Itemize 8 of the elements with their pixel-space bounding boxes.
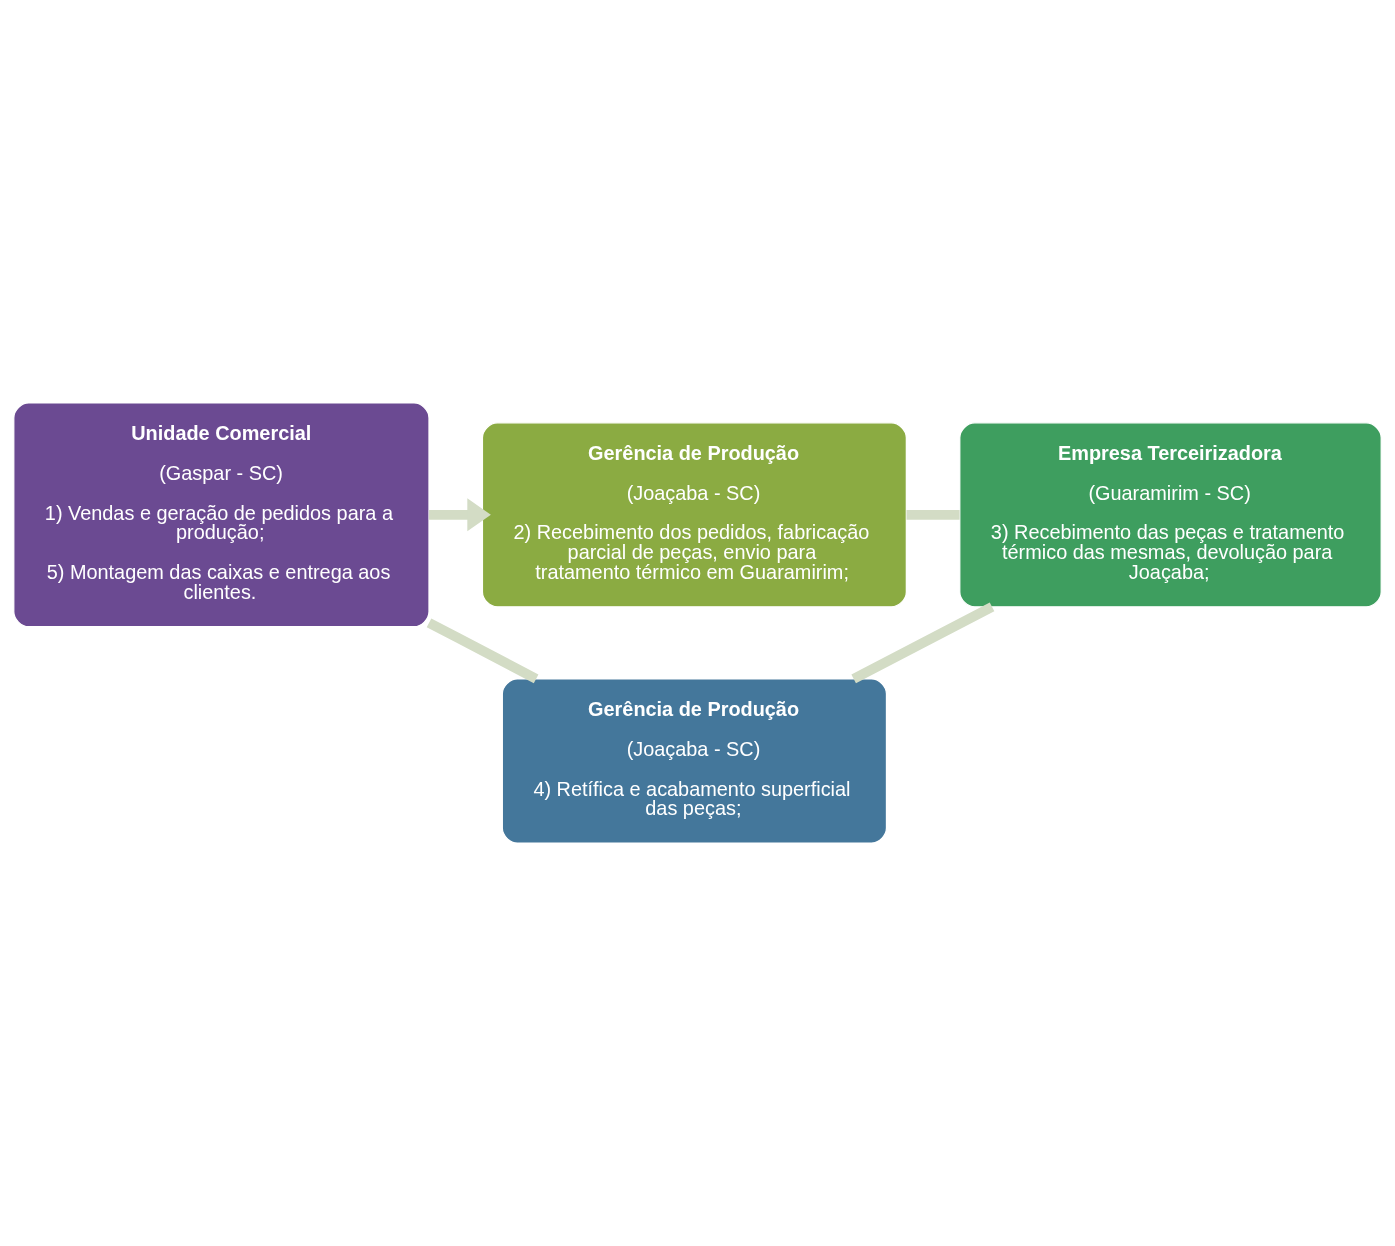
node-box: Gerência de Produção (Joaçaba - SC) 4) Retífica e acabamento superficial das peças; bbox=[501, 678, 888, 844]
node-box: Gerência de Produção (Joaçaba - SC) 2) Recebimento dos pedidos, fabricação parcial de peças, envio para tratamento térmico em Guaramirim; bbox=[481, 422, 907, 608]
arrow bbox=[429, 498, 491, 532]
node-box: Empresa Terceirizadora (Guaramirim - SC) 3) Recebimento das peças e tratamento térmico das mesmas, devolução para Joaçaba; bbox=[959, 422, 1382, 608]
connector bbox=[851, 602, 995, 684]
node-box: Unidade Comercial (Gaspar - SC) 1) Vendas e geração de pedidos para a produção; 5) Montagem das caixas e entrega aos clientes. bbox=[13, 402, 430, 628]
connector bbox=[906, 509, 960, 520]
connector bbox=[426, 618, 539, 684]
